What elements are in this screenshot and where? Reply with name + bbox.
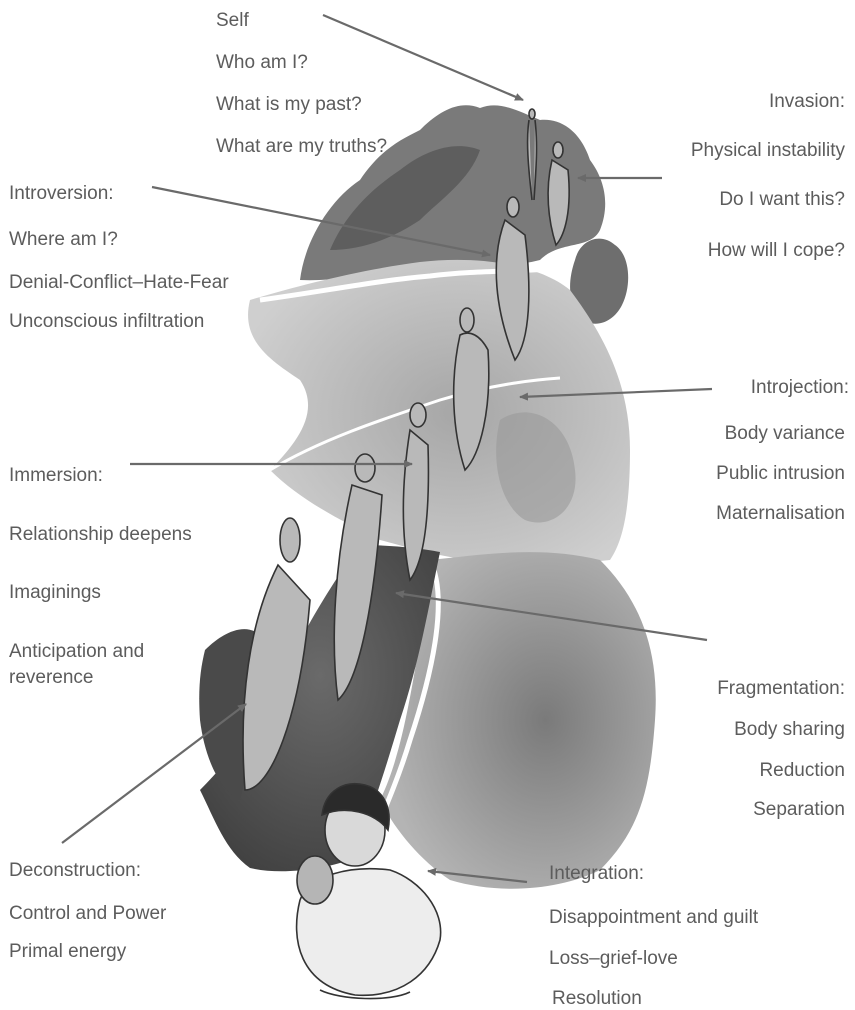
deconstruction-line-2: Primal energy xyxy=(9,941,126,963)
introversion-line-1: Where am I? xyxy=(9,229,118,251)
integration-line-1: Disappointment and guilt xyxy=(549,907,758,929)
integration-line-2: Loss–grief-love xyxy=(549,948,678,970)
integration-heading: Integration: xyxy=(549,863,644,885)
immersion-heading: Immersion: xyxy=(9,465,103,487)
fragmentation-line-1: Body sharing xyxy=(734,719,845,741)
self-line-2: What is my past? xyxy=(216,94,362,116)
introjection-line-2: Public intrusion xyxy=(716,463,845,485)
immersion-line-2: Imaginings xyxy=(9,582,101,604)
introversion-line-2: Denial-Conflict–Hate-Fear xyxy=(9,272,229,294)
fragmentation-heading: Fragmentation: xyxy=(717,678,845,700)
introjection-heading: Introjection: xyxy=(751,377,849,399)
fragmentation-line-2: Reduction xyxy=(759,760,845,782)
self-heading: Self xyxy=(216,10,249,32)
deconstruction-heading: Deconstruction: xyxy=(9,860,141,882)
immersion-line-3: Anticipation and xyxy=(9,641,144,663)
introversion-heading: Introversion: xyxy=(9,183,114,205)
introjection-line-3: Maternalisation xyxy=(716,503,845,525)
invasion-heading: Invasion: xyxy=(769,91,845,113)
arrow-self xyxy=(323,15,523,100)
invasion-line-3: How will I cope? xyxy=(708,240,845,262)
self-line-1: Who am I? xyxy=(216,52,308,74)
fragmentation-line-3: Separation xyxy=(753,799,845,821)
immersion-line-1: Relationship deepens xyxy=(9,524,192,546)
introjection-line-1: Body variance xyxy=(725,423,845,445)
light-band xyxy=(248,260,630,566)
deconstruction-line-1: Control and Power xyxy=(9,903,166,925)
self-line-3: What are my truths? xyxy=(216,136,387,158)
invasion-line-1: Physical instability xyxy=(691,140,845,162)
integration-line-3: Resolution xyxy=(552,988,642,1010)
introversion-line-3: Unconscious infiltration xyxy=(9,311,204,333)
immersion-line-4: reverence xyxy=(9,667,94,689)
invasion-line-2: Do I want this? xyxy=(719,189,845,211)
